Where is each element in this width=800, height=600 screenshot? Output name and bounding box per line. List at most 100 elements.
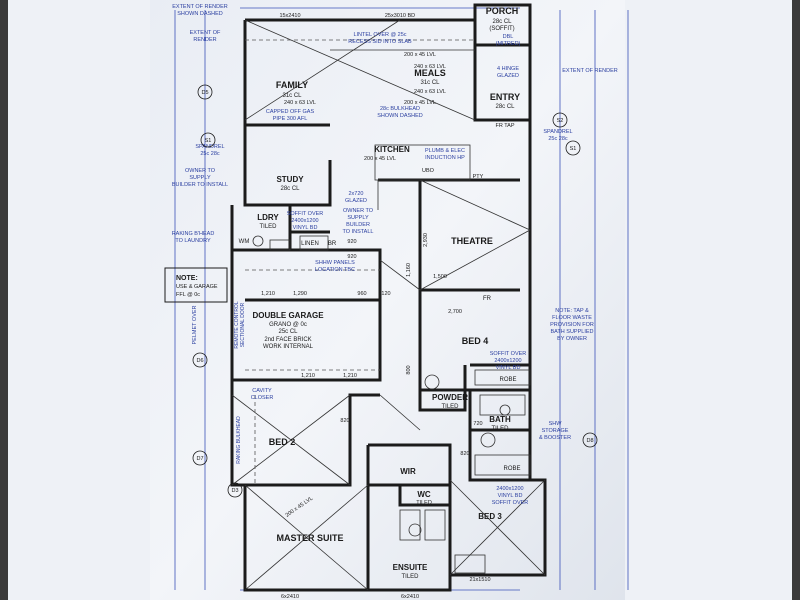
- note-soffit: SOFFIT OVER: [287, 211, 324, 217]
- note-soffit-bed3: 2400x1200: [496, 486, 523, 492]
- note-soffit-bed3b: VINYL BD: [498, 493, 523, 499]
- note-pelmet: PELMET OVER: [192, 305, 198, 344]
- dim-26: 920: [347, 254, 356, 260]
- note-soffit3: VINYL BD: [293, 225, 318, 231]
- entry-label: ENTRY: [490, 92, 520, 102]
- note-glazed-kitchen2: GLAZED: [345, 198, 367, 204]
- dim-15: 960: [357, 291, 366, 297]
- porch-sub2: (SOFFIT): [489, 26, 514, 32]
- note-raking: RAKING B'HEAD: [172, 231, 215, 237]
- meals-label: MEALS: [414, 68, 446, 78]
- note-owner-left: OWNER TO: [185, 168, 216, 174]
- dim-16: 920: [347, 239, 356, 245]
- dim-20: 21x1510: [469, 577, 490, 583]
- note-storage: SHW: [549, 421, 563, 427]
- note-spandrel-r: SPANDREL: [543, 129, 572, 135]
- porch-sub1: 28c CL: [492, 19, 512, 25]
- dim-27: 1,160: [406, 263, 412, 277]
- note-owner-supply3: BUILDER: [346, 222, 370, 228]
- note-glazed: 4 HINGE: [497, 66, 519, 72]
- dim-6: 240 x 63 LVL: [284, 100, 316, 106]
- entry-sub1: 28c CL: [495, 104, 515, 110]
- note-cavity: CAVITY: [252, 388, 272, 394]
- theatre-label: THEATRE: [451, 236, 493, 246]
- note-dbl-glazed2: (MITRED): [496, 41, 521, 47]
- fr-tap-label: FR TAP: [495, 123, 514, 129]
- robe-bed4-label: ROBE: [499, 377, 516, 383]
- note-capped-gas2: PIPE 300 AFL: [273, 116, 308, 122]
- note-owner-supply: OWNER TO: [343, 208, 374, 214]
- note-spandrel-l2: 25c 28c: [200, 151, 220, 157]
- note-owner-supply2: SUPPLY: [347, 215, 369, 221]
- dim-11: 1,210: [261, 291, 275, 297]
- note-extent-render-right: EXTENT OF RENDER: [562, 68, 618, 74]
- marker-s1b: S1: [570, 146, 577, 152]
- note-taps3: PROVISION FOR: [550, 322, 594, 328]
- dim-12: 1,290: [293, 291, 307, 297]
- bath-sub1: TILED: [491, 426, 509, 432]
- dimension-strips: [174, 7, 629, 591]
- powder-sub1: TILED: [441, 404, 459, 410]
- note-extent-render-left: EXTENT OF: [190, 30, 221, 36]
- note-raking2: TO LAUNDRY: [175, 238, 211, 244]
- note-cavity2: CLOSER: [251, 395, 274, 401]
- note-owner-supply4: TO INSTALL: [343, 229, 374, 235]
- wm-label: WM: [239, 239, 250, 245]
- note-raking-bed2: RAKING BULKHEAD: [236, 416, 242, 464]
- family-label: FAMILY: [276, 80, 308, 90]
- note-soffit-bed3c: SOFFIT OVER: [492, 500, 529, 506]
- garage-sub2: 25c CL: [278, 329, 298, 335]
- marker-labels: D5 S1 S1 D6 D7 D8 S2 D3: [196, 90, 593, 494]
- dim-22: 6x2410: [401, 594, 419, 600]
- bath-label: BATH: [489, 415, 511, 424]
- study-sub1: 28c CL: [280, 186, 300, 192]
- marker-s2: S2: [557, 118, 564, 124]
- linen-label: LINEN: [301, 241, 319, 247]
- note-render-dashed: SHOWN DASHED: [177, 11, 223, 17]
- markers: [192, 84, 598, 498]
- wc-sub1: TILED: [416, 500, 432, 506]
- ensuite-label: ENSUITE: [393, 563, 428, 572]
- note-lintel: LINTEL OVER @ 25c: [353, 32, 406, 38]
- dim-1: 15x2410: [279, 13, 300, 19]
- dim-4: 240 x 63 LVL: [414, 64, 446, 70]
- bed4-label: BED 4: [462, 336, 489, 346]
- note-bulkhead: 28c BULKHEAD: [380, 106, 420, 112]
- dim-25: 820: [340, 418, 349, 424]
- note-dbl-glazed: DBL: [503, 34, 514, 40]
- marker-d7: D7: [196, 456, 203, 462]
- annotation-notes: EXTENT OF RENDER SHOWN DASHED EXTENT OF …: [164, 4, 618, 506]
- family-sub1: 31c CL: [282, 93, 302, 99]
- note-glazed-kitchen: 2x720: [349, 191, 364, 197]
- note-extent-render-left2: RENDER: [193, 37, 216, 43]
- note-owner-left3: BUILDER TO INSTALL: [172, 182, 228, 188]
- note-soffit2: 2400x1200: [291, 218, 318, 224]
- kitchen-label: KITCHEN: [374, 145, 410, 154]
- dim-19: 2,930: [423, 233, 429, 247]
- dark-band-left: [0, 0, 8, 600]
- dim-18: 720: [473, 421, 482, 427]
- dim-8: 240 x 63 LVL: [414, 89, 446, 95]
- marker-d6: D6: [196, 358, 203, 364]
- dim-24: 800: [406, 365, 412, 374]
- note-soffit-bed4c: VINYL BD: [496, 365, 521, 371]
- note-taps2: FLOOR WASTE: [552, 315, 592, 321]
- marker-s1: S1: [205, 138, 212, 144]
- dim-2: 25x3010 BD: [385, 13, 415, 19]
- margin-right: [625, 0, 800, 600]
- note-owner-left2: SUPPLY: [189, 175, 211, 181]
- robe-bed3-label: ROBE: [503, 466, 520, 472]
- bed2-label: BED 2: [269, 437, 296, 447]
- note-extent-render-top: EXTENT OF RENDER: [172, 4, 228, 10]
- note-storage3: & BOOSTER: [539, 435, 571, 441]
- dim-5: 200 x 45 LVL: [404, 100, 436, 106]
- meals-sub1: 31c CL: [420, 80, 440, 86]
- bed3-label: BED 3: [478, 512, 502, 521]
- wc-label: WC: [417, 490, 431, 499]
- room-labels: PORCH 28c CL (SOFFIT) FAMILY 31c CL MEAL…: [252, 6, 520, 580]
- fixture-labels: WM LINEN BR ROBE ROBE FR PTY UBO FR TAP: [239, 123, 521, 472]
- margin-left: [0, 0, 150, 600]
- note-taps5: BY OWNER: [557, 336, 587, 342]
- note-bulkhead2: SHOWN DASHED: [377, 113, 423, 119]
- ensuite-sub1: TILED: [401, 574, 419, 580]
